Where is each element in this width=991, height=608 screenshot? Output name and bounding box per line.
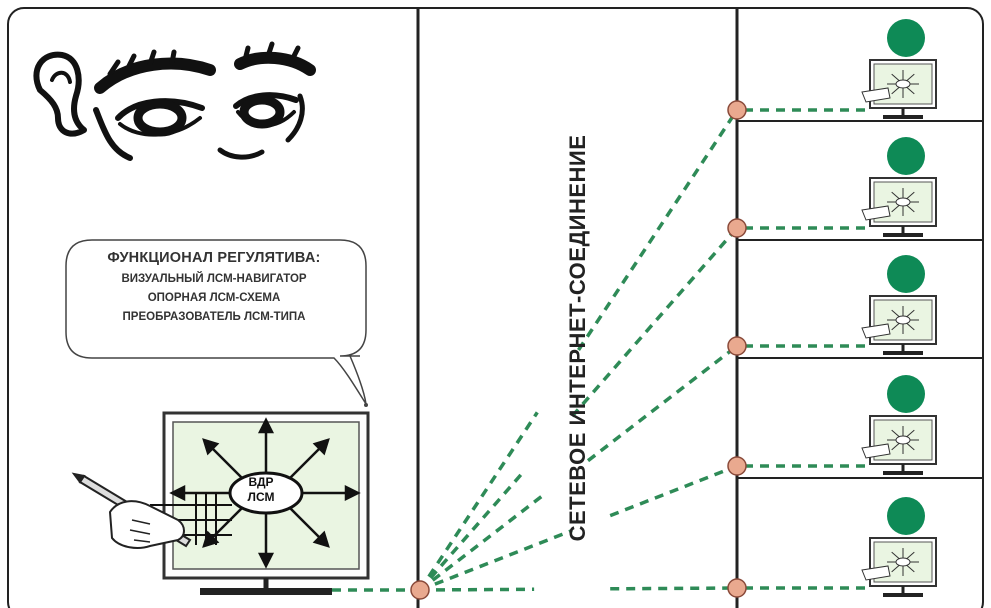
hub-node xyxy=(410,580,430,600)
workstation-stand xyxy=(883,593,923,597)
workstation-row-separators xyxy=(737,120,983,479)
user-workstation-icon xyxy=(744,137,937,237)
vdr-lsm-label: ВДР ЛСМ xyxy=(228,475,294,505)
main-monitor xyxy=(150,411,370,595)
mini-hand xyxy=(861,443,891,459)
main-monitor-stand xyxy=(200,588,332,595)
eyes-illustration xyxy=(33,41,316,161)
user-head xyxy=(887,255,925,293)
hand-with-pen-icon xyxy=(71,472,192,549)
callout-line-3: ПРЕОБРАЗОВАТЕЛЬ ЛСМ-ТИПА xyxy=(122,311,306,323)
callout: ФУНКЦИОНАЛ РЕГУЛЯТИВА: ВИЗУАЛЬНЫЙ ЛСМ-НА… xyxy=(66,250,362,323)
mini-node xyxy=(895,315,911,325)
vdr-label: ВДР xyxy=(248,475,274,489)
callout-line-2: ОПОРНАЯ ЛСМ-СХЕМА xyxy=(147,292,281,304)
workstation-node-3 xyxy=(727,336,747,356)
network-link-1 xyxy=(577,109,739,351)
network-connection-label: СЕТЕВОЕ ИНТЕРНЕТ-СОЕДИНЕНИЕ xyxy=(565,134,590,542)
user-workstation-icon xyxy=(744,497,937,597)
workstation-stand xyxy=(883,115,923,119)
workstation-stand xyxy=(883,471,923,475)
network-link-5 xyxy=(610,586,738,591)
user-head xyxy=(887,19,925,57)
workstation-node-1 xyxy=(727,100,747,120)
mini-node xyxy=(895,435,911,445)
mini-hand xyxy=(861,323,891,339)
network-link-3 xyxy=(586,344,739,463)
mini-hand xyxy=(861,87,891,103)
user-workstation-icon xyxy=(744,255,937,355)
mini-node xyxy=(895,557,911,567)
network-link-3 xyxy=(418,491,548,592)
network-nodes xyxy=(410,100,747,600)
workstation-node-5 xyxy=(727,578,747,598)
network-link-2 xyxy=(570,226,739,418)
network-link-4 xyxy=(419,528,573,592)
workstation-stand xyxy=(883,351,923,355)
mini-hand xyxy=(861,565,891,581)
vdr-lsm-node xyxy=(228,471,304,515)
network-link-1 xyxy=(418,411,539,591)
callout-line-1: ВИЗУАЛЬНЫЙ ЛСМ-НАВИГАТОР xyxy=(121,273,307,285)
network-link-4 xyxy=(609,464,738,518)
workstations xyxy=(744,19,937,597)
mini-node xyxy=(895,197,911,207)
user-head xyxy=(887,137,925,175)
workstation-stand xyxy=(883,233,923,237)
workstation-node-4 xyxy=(727,456,747,476)
outer-frame xyxy=(7,7,984,608)
user-workstation-icon xyxy=(744,19,937,119)
user-head xyxy=(887,497,925,535)
network-link-2 xyxy=(418,469,526,592)
callout-tip-dot xyxy=(364,403,368,407)
lsm-label: ЛСМ xyxy=(247,490,275,504)
mini-hand xyxy=(861,205,891,221)
workstation-node-2 xyxy=(727,218,747,238)
mini-node xyxy=(895,79,911,89)
user-workstation-icon xyxy=(744,375,937,475)
user-head xyxy=(887,375,925,413)
network-link-5 xyxy=(419,587,535,592)
callout-title: ФУНКЦИОНАЛ РЕГУЛЯТИВА: xyxy=(107,250,321,266)
network-links xyxy=(332,109,739,592)
